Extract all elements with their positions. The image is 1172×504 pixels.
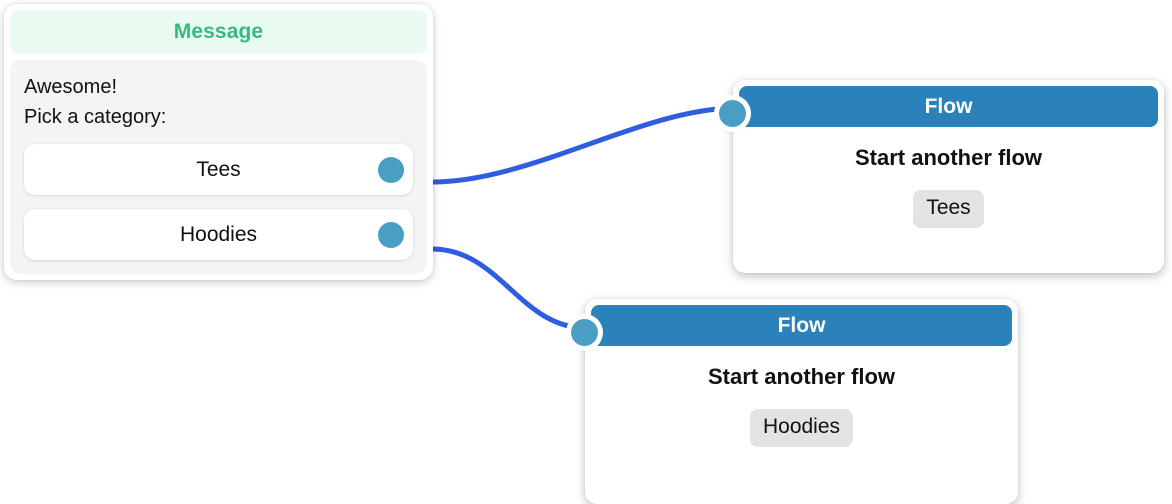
message-node-body: Awesome! Pick a category: Tees Hoodies	[10, 60, 427, 274]
source-handle-dot-tees[interactable]	[378, 156, 404, 183]
flow-node-body: Start another flow Tees	[739, 127, 1158, 228]
message-node[interactable]: Message Awesome! Pick a category: Tees H…	[4, 4, 433, 280]
flow-node-subtitle: Start another flow	[854, 145, 1042, 170]
flow-node-chip[interactable]: Tees	[913, 190, 984, 228]
flow-node-header: Flow	[739, 86, 1158, 127]
message-option-label: Hoodies	[179, 222, 258, 246]
edge-tees[interactable]	[429, 105, 736, 185]
message-node-title: Message	[173, 20, 264, 43]
flow-node-header: Flow	[591, 305, 1012, 346]
message-option-label: Tees	[196, 157, 241, 181]
message-node-header: Message	[10, 10, 427, 54]
flow-node-subtitle: Start another flow	[707, 364, 895, 389]
message-option-tees[interactable]: Tees	[24, 144, 413, 195]
flow-node-tees[interactable]: Flow Start another flow Tees	[719, 80, 1164, 273]
flow-node-chip[interactable]: Hoodies	[749, 409, 854, 447]
message-option-hoodies[interactable]: Hoodies	[24, 209, 413, 260]
flow-node-title: Flow	[777, 313, 826, 337]
flow-node-body: Start another flow Hoodies	[591, 346, 1012, 447]
flow-node-title: Flow	[924, 94, 973, 118]
edge-hoodies[interactable]	[429, 246, 589, 331]
source-handle-dot-hoodies[interactable]	[378, 221, 404, 248]
flow-node-hoodies[interactable]: Flow Start another flow Hoodies	[571, 299, 1018, 504]
message-body-text: Awesome! Pick a category:	[24, 76, 167, 128]
target-handle-dot-tees[interactable]	[719, 100, 746, 127]
target-handle-dot-hoodies[interactable]	[571, 319, 598, 346]
